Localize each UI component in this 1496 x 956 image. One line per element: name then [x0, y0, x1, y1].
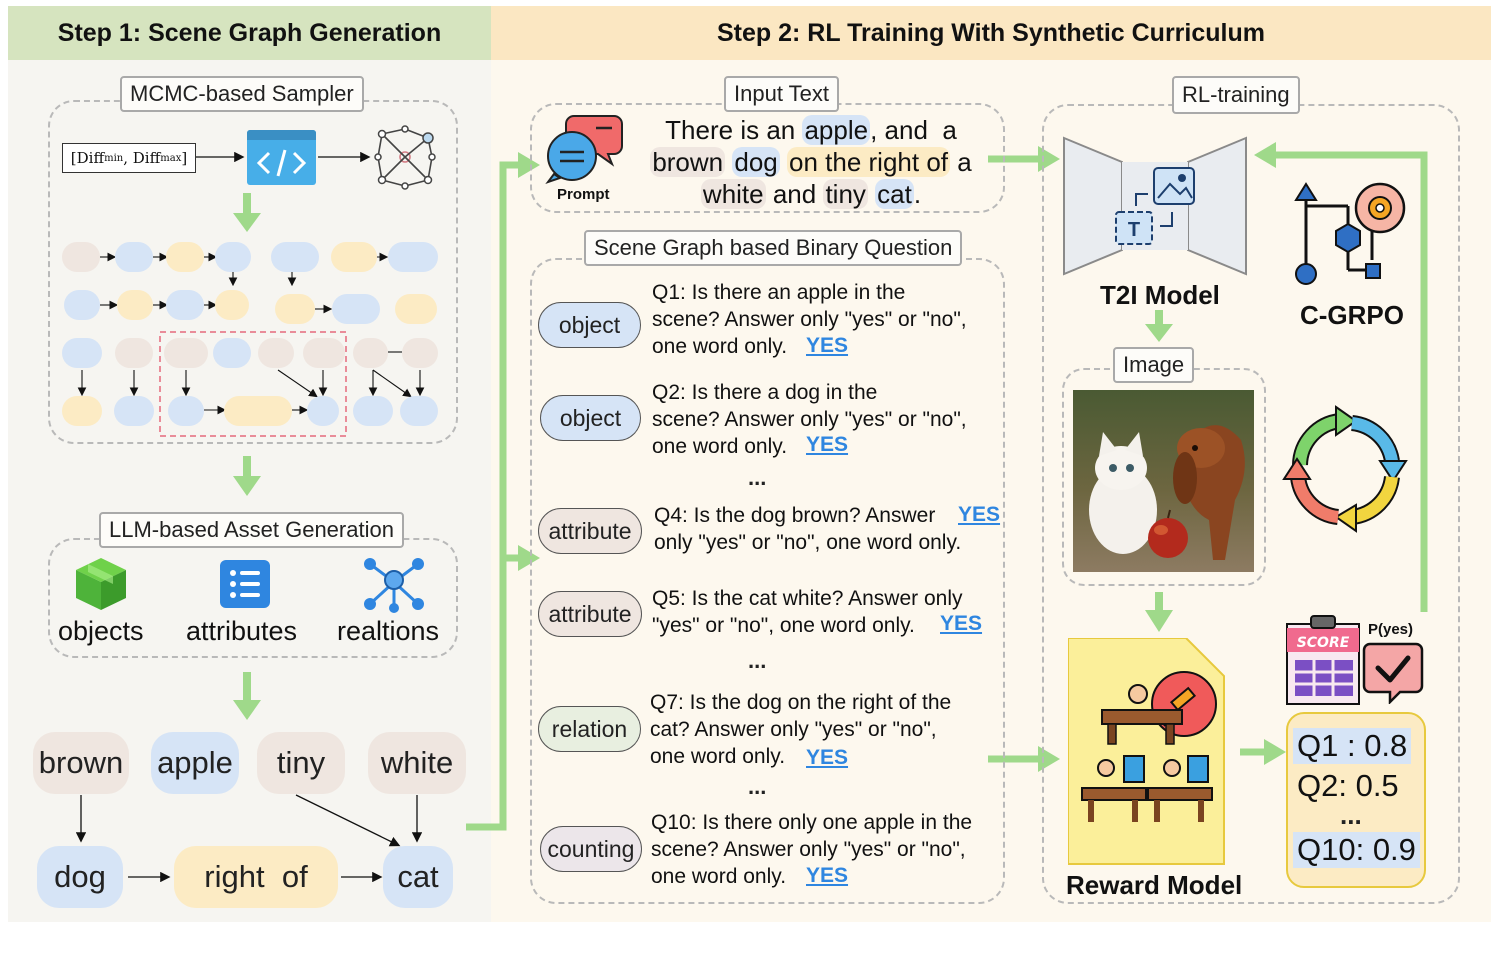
- cycle-arrows-icon: [1282, 405, 1408, 533]
- question-q10: Q10: Is there only one apple in the scen…: [651, 811, 973, 888]
- graph-node: [166, 290, 204, 320]
- asset-objects: objects: [58, 616, 144, 646]
- relations-network-icon: [364, 558, 424, 613]
- c-grpo-label: C-GRPO: [1300, 300, 1404, 330]
- rl-training-label: RL-training: [1172, 76, 1300, 114]
- tag-attribute: attribute: [538, 591, 642, 637]
- graph-node: [402, 338, 438, 368]
- node-right-of: right of: [174, 846, 338, 908]
- graph-node: [353, 338, 388, 368]
- graph-node: [275, 294, 315, 324]
- graph-node: [215, 242, 251, 272]
- checkmark-bubble-icon: [1362, 642, 1424, 704]
- graph-node: [271, 242, 319, 272]
- chat-bubbles-icon: [545, 115, 623, 184]
- tag-attribute: attribute: [538, 508, 642, 554]
- generated-image: [1073, 390, 1254, 572]
- answer-q1: YES: [806, 334, 849, 357]
- node-apple: apple: [151, 732, 239, 794]
- answer-q2: YES: [806, 433, 849, 456]
- code-icon: [247, 130, 316, 185]
- ellipsis: ...: [748, 648, 767, 673]
- question-q4: Q4: Is the dog brown? Answer only "yes" …: [654, 504, 962, 554]
- graph-node: [168, 396, 204, 426]
- tag-object: object: [538, 302, 641, 348]
- node-white: white: [368, 732, 466, 794]
- tag-object: object: [540, 395, 641, 441]
- score-q1: Q1 : 0.8: [1293, 728, 1412, 764]
- graph-node: [303, 338, 345, 368]
- graph-node: [117, 290, 153, 320]
- graph-node: [388, 242, 438, 272]
- image-label: Image: [1113, 347, 1195, 383]
- prompt-label: Prompt: [557, 186, 610, 203]
- prompt-text: There is an apple, and a brown dog on th…: [650, 115, 972, 209]
- graph-node: [62, 338, 102, 368]
- t2i-model-icon: T: [1063, 136, 1247, 276]
- ellipsis: ...: [748, 774, 767, 799]
- graph-node: [115, 242, 153, 272]
- p-yes-label: P(yes): [1368, 621, 1414, 638]
- input-text-label: Input Text: [724, 76, 839, 112]
- answer-q5: YES: [940, 612, 983, 635]
- asset-attributes: attributes: [186, 616, 298, 646]
- score-sheet-icon: SCORE: [1286, 615, 1360, 705]
- step2-title: Step 2: RL Training With Synthetic Curri…: [491, 6, 1491, 60]
- question-q5: Q5: Is the cat white? Answer only "yes" …: [652, 587, 963, 637]
- graph-node: [258, 338, 294, 368]
- answer-q10: YES: [806, 864, 849, 887]
- question-q1: Q1: Is there an apple in the scene? Answ…: [652, 281, 967, 358]
- graph-node: [62, 396, 102, 426]
- t2i-model-label: T2I Model: [1100, 280, 1220, 310]
- node-brown: brown: [33, 732, 129, 794]
- asset-relations: realtions: [337, 616, 440, 646]
- score-q2: Q2: 0.5: [1297, 768, 1399, 803]
- score-ellipsis: ...: [1340, 800, 1362, 830]
- graph-node: [332, 294, 380, 324]
- graph-node: [115, 338, 153, 368]
- score-badge: SCORE: [1297, 635, 1350, 651]
- ellipsis: ...: [748, 465, 767, 490]
- graph-node: [114, 396, 154, 426]
- sampler-label: MCMC-based Sampler: [120, 76, 364, 112]
- graph-node: [307, 396, 339, 426]
- node-dog: dog: [37, 846, 123, 908]
- graph-node: [331, 242, 377, 272]
- question-q2: Q2: Is there a dog in the scene? Answer …: [652, 381, 967, 458]
- score-q10: Q10: 0.9: [1293, 832, 1420, 868]
- asset-label: LLM-based Asset Generation: [99, 512, 404, 548]
- graph-node: [64, 290, 100, 320]
- tag-counting: counting: [540, 826, 642, 872]
- graph-node: [215, 290, 249, 320]
- list-icon: [220, 560, 270, 608]
- node-tiny: tiny: [257, 732, 345, 794]
- reward-model-label: Reward Model: [1066, 870, 1243, 900]
- network-graph-icon: [374, 125, 436, 190]
- reward-model-icon: [1068, 638, 1225, 865]
- graph-node: [164, 338, 208, 368]
- step1-title: Step 1: Scene Graph Generation: [8, 6, 491, 60]
- questions-label: Scene Graph based Binary Question: [584, 230, 963, 266]
- answer-q4: YES: [958, 503, 1001, 526]
- graph-node: [353, 396, 393, 426]
- question-q7: Q7: Is the dog on the right of the cat? …: [650, 691, 952, 768]
- graph-node: [224, 396, 292, 426]
- svg-text:T: T: [1128, 219, 1140, 241]
- graph-node: [395, 294, 437, 324]
- answer-q7: YES: [806, 746, 849, 769]
- cube-icon: [76, 558, 126, 610]
- tag-relation: relation: [538, 706, 641, 752]
- graph-node: [62, 242, 100, 272]
- graph-node: [213, 338, 251, 368]
- c-grpo-icon: [1294, 182, 1406, 285]
- graph-node: [166, 242, 204, 272]
- graph-node: [400, 396, 438, 426]
- node-cat: cat: [383, 846, 453, 908]
